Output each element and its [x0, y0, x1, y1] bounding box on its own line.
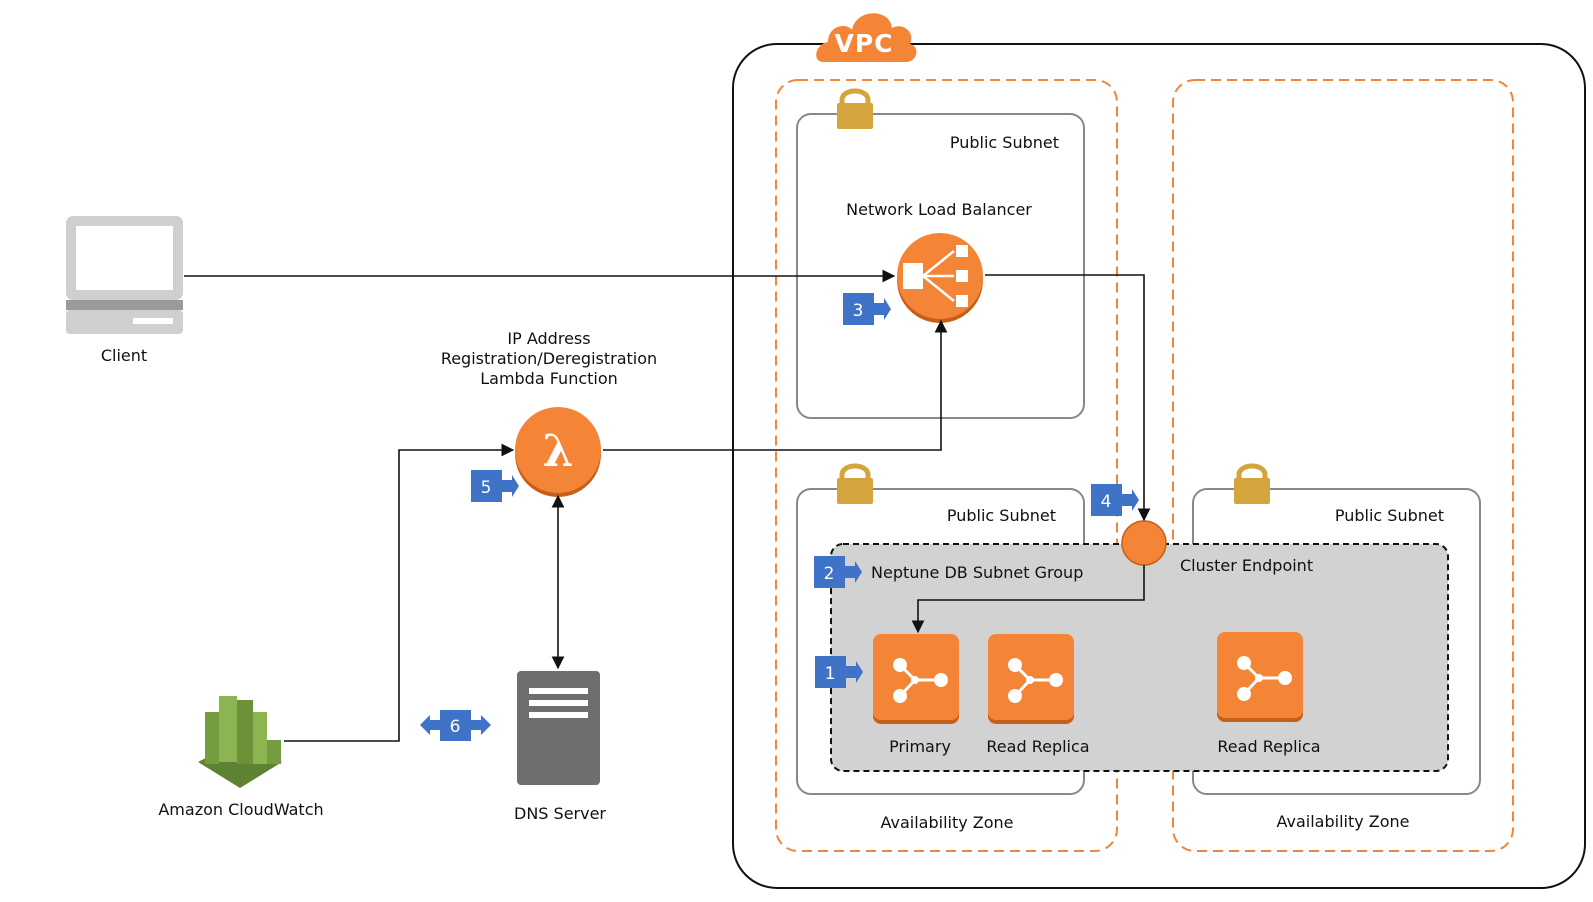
nlb-to-endpoint-line	[985, 274, 1151, 522]
cluster-endpoint-label: Cluster Endpoint	[1180, 556, 1313, 575]
lambda-label-line1: IP Address	[507, 329, 590, 348]
vpc-boundary	[732, 43, 1586, 889]
client-label: Client	[101, 346, 147, 365]
vpc-cloud-icon: VPC	[816, 13, 917, 62]
public-subnet-bottom-right-label: Public Subnet	[1335, 506, 1444, 525]
cluster-endpoint-icon	[1121, 520, 1167, 566]
step-badge-2: 2	[814, 556, 862, 588]
availability-zone-left-label: Availability Zone	[880, 813, 1013, 832]
lambda-to-nlb-line	[603, 319, 948, 451]
nlb-label: Network Load Balancer	[846, 200, 1032, 219]
public-subnet-top-left-label: Public Subnet	[950, 133, 1059, 152]
step-badge-1: 1	[815, 656, 863, 688]
load-balancer-icon	[897, 233, 983, 323]
cloudwatch-icon	[198, 696, 282, 788]
step-badge-6: 6	[420, 710, 491, 741]
availability-zone-right	[1172, 79, 1514, 852]
step-badge-3: 3	[843, 293, 891, 325]
svg-text:2: 2	[824, 564, 835, 584]
dns-server-icon	[517, 671, 600, 785]
step-badge-4: 4	[1091, 484, 1139, 516]
public-subnet-bottom-left-label: Public Subnet	[947, 506, 1056, 525]
primary-label: Primary	[889, 737, 951, 756]
step-badge-5: 5	[471, 470, 519, 502]
read-replica-2-label: Read Replica	[1217, 737, 1320, 756]
lambda-label-line3: Lambda Function	[480, 369, 618, 388]
read-replica-1-label: Read Replica	[986, 737, 1089, 756]
lock-icon	[837, 463, 873, 504]
svg-text:4: 4	[1101, 492, 1112, 512]
neptune-subnet-group-label: Neptune DB Subnet Group	[871, 563, 1083, 582]
endpoint-to-primary-line	[911, 565, 1145, 634]
lock-icon	[1234, 463, 1270, 504]
svg-text:3: 3	[853, 301, 864, 321]
availability-zone-right-label: Availability Zone	[1276, 812, 1409, 831]
svg-text:5: 5	[481, 478, 492, 498]
lambda-symbol: λ	[543, 426, 574, 477]
neptune-instance-icon	[988, 634, 1074, 724]
svg-text:1: 1	[825, 664, 836, 684]
cloudwatch-to-lambda-line	[284, 443, 515, 742]
neptune-instance-icon	[1217, 632, 1303, 722]
availability-zone-left	[775, 79, 1118, 852]
laptop-icon	[66, 216, 183, 334]
lambda-icon: λ	[515, 407, 601, 497]
svg-text:6: 6	[450, 717, 461, 737]
lambda-label-line2: Registration/Deregistration	[441, 349, 657, 368]
dns-server-label: DNS Server	[514, 804, 606, 823]
cloudwatch-label: Amazon CloudWatch	[158, 800, 323, 819]
neptune-instance-icon	[873, 634, 959, 724]
vpc-label: VPC	[834, 29, 893, 58]
lock-icon	[837, 88, 873, 129]
